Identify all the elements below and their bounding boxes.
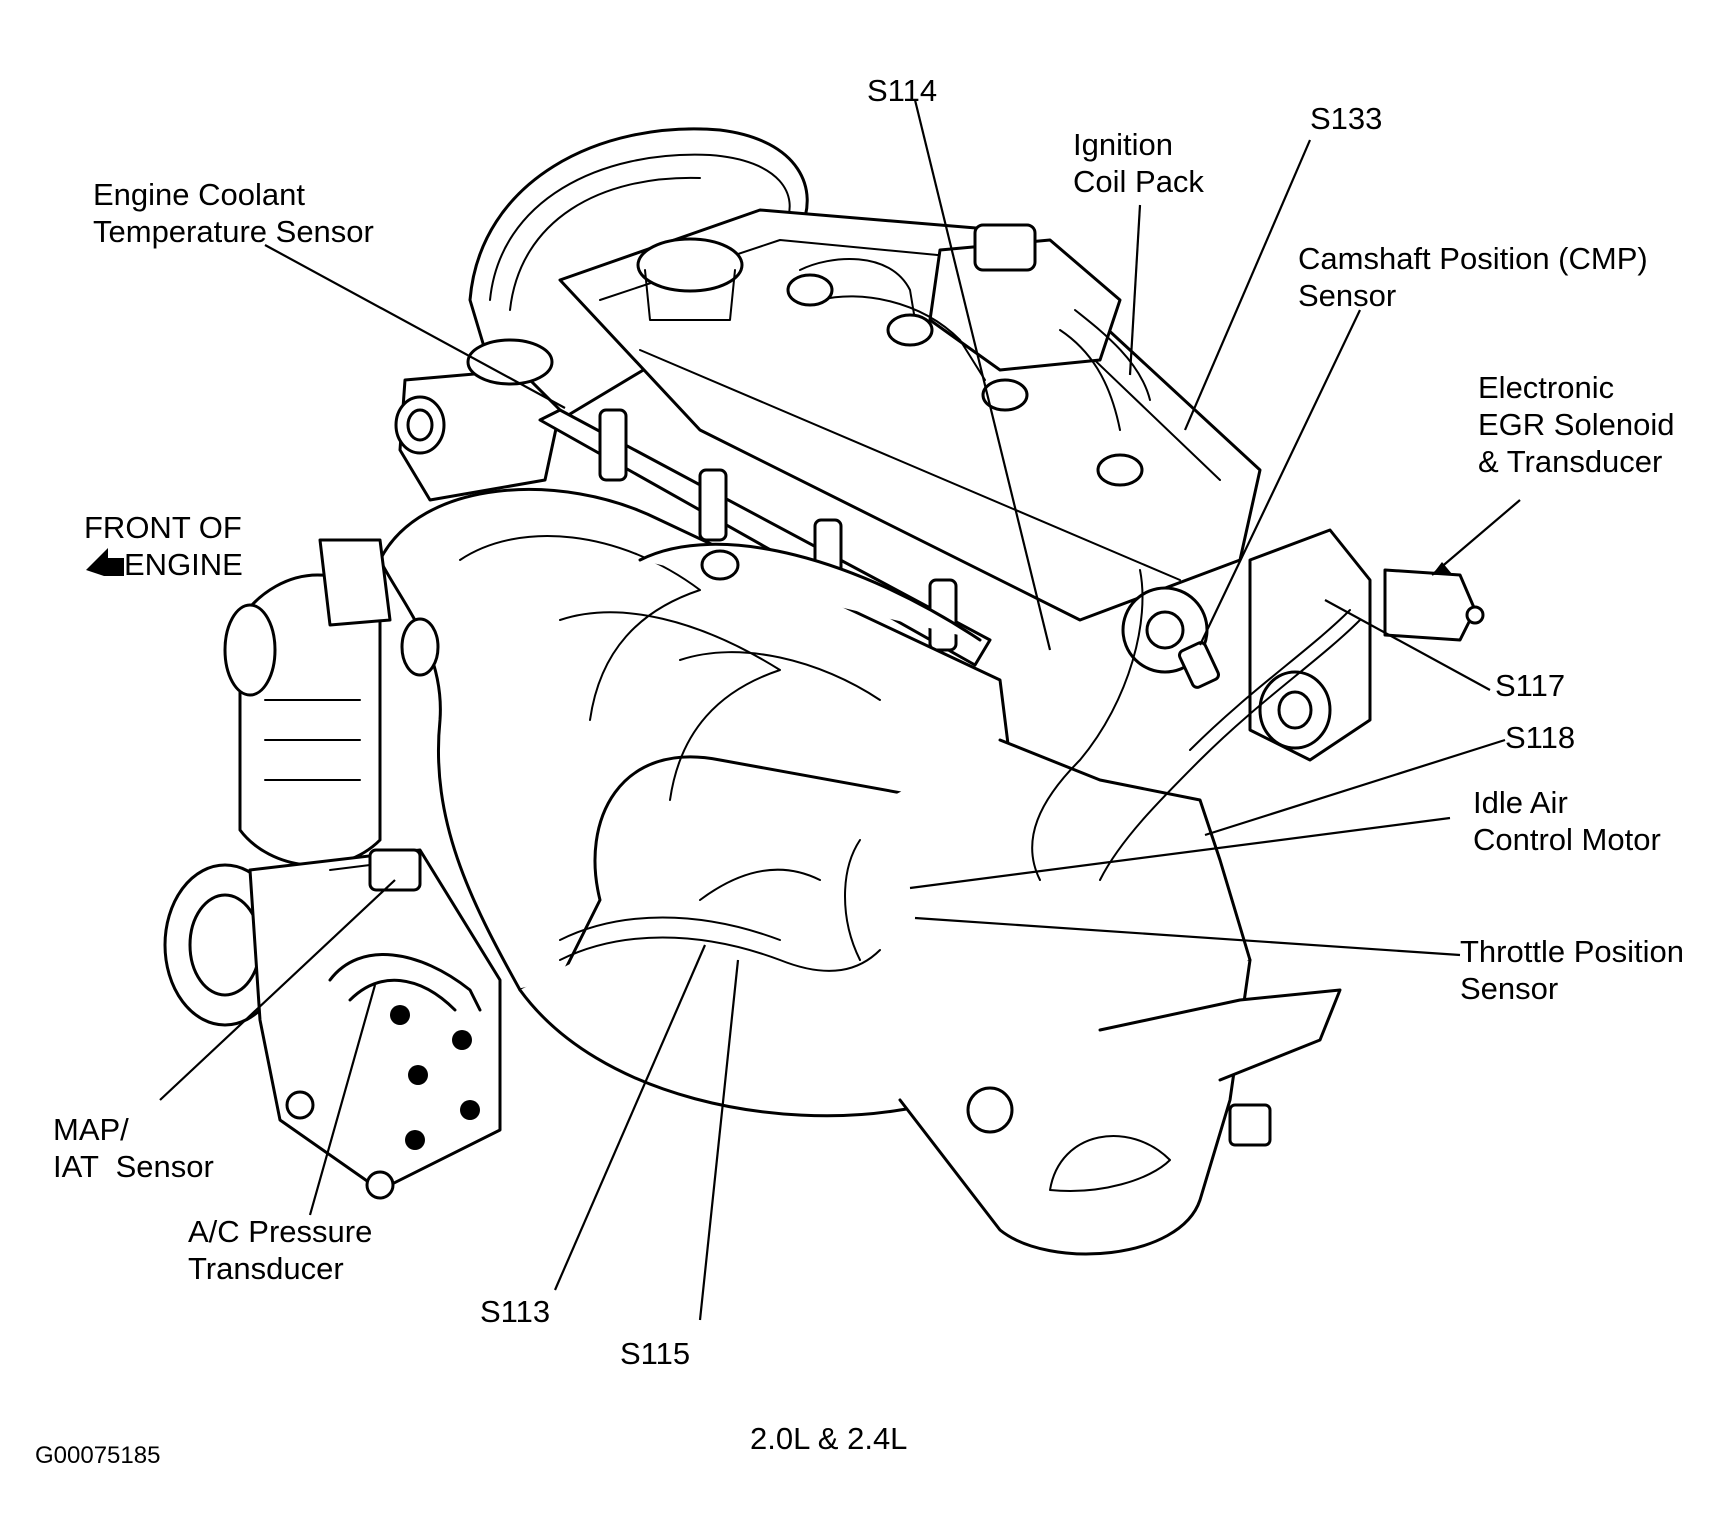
leader-s113 <box>553 944 707 1291</box>
label-cmp-line1: Camshaft Position (CMP) <box>1298 241 1648 276</box>
label-tps: Throttle Position Sensor <box>1460 933 1684 1007</box>
label-ect-line2: Temperature Sensor <box>93 214 374 249</box>
leader-lines <box>159 99 1521 1321</box>
label-s117: S117 <box>1495 667 1565 704</box>
label-s113: S113 <box>480 1293 550 1330</box>
label-egr: Electronic EGR Solenoid & Transducer <box>1478 369 1674 480</box>
leader-tps <box>914 916 1461 957</box>
label-tps-line2: Sensor <box>1460 971 1559 1006</box>
label-egr-line2: EGR Solenoid <box>1478 407 1675 442</box>
label-s115-text: S115 <box>620 1336 691 1371</box>
label-s133: S133 <box>1310 100 1382 137</box>
label-s115: S115 <box>620 1335 690 1372</box>
label-s117-text: S117 <box>1495 668 1566 703</box>
leader-s114 <box>913 99 1052 651</box>
front-arrow-icon <box>86 548 124 576</box>
caption: 2.0L & 2.4L <box>750 1420 907 1457</box>
label-iac-line1: Idle Air <box>1473 785 1568 820</box>
label-tps-line1: Throttle Position <box>1460 934 1684 969</box>
label-front-of-engine: FRONT OF ENGINE <box>84 509 243 583</box>
leader-s133 <box>1183 139 1312 431</box>
label-ect: Engine Coolant Temperature Sensor <box>93 176 374 250</box>
label-ignition-line1: Ignition <box>1073 127 1173 162</box>
label-map-line2: IAT Sensor <box>53 1149 214 1184</box>
label-iac: Idle Air Control Motor <box>1473 784 1661 858</box>
label-s118-text: S118 <box>1505 720 1576 755</box>
leader-s115 <box>698 959 740 1321</box>
caption-text: 2.0L & 2.4L <box>750 1421 908 1456</box>
leader-ignition <box>1128 204 1142 376</box>
label-ac-line1: A/C Pressure <box>188 1214 373 1249</box>
leader-egr <box>1431 499 1521 576</box>
label-s113-text: S113 <box>480 1294 551 1329</box>
label-ac-line2: Transducer <box>188 1251 344 1286</box>
label-s118: S118 <box>1505 719 1575 756</box>
label-egr-line3: & Transducer <box>1478 444 1663 479</box>
label-iac-line2: Control Motor <box>1473 822 1661 857</box>
engine-drawing <box>163 127 1485 1256</box>
label-map-line1: MAP/ <box>53 1112 129 1147</box>
leader-s117 <box>1324 599 1491 691</box>
label-front-line1: FRONT OF <box>84 510 242 545</box>
label-ect-line1: Engine Coolant <box>93 177 305 212</box>
leader-map <box>159 879 396 1101</box>
label-egr-line1: Electronic <box>1478 370 1615 405</box>
figure-id: G00075185 <box>35 1442 160 1470</box>
label-front-line2: ENGINE <box>124 547 243 582</box>
leader-s118 <box>1204 738 1506 837</box>
label-ac-transducer: A/C Pressure Transducer <box>188 1213 372 1287</box>
label-map-iat: MAP/ IAT Sensor <box>53 1111 214 1185</box>
leader-cmp <box>1199 309 1361 646</box>
label-cmp: Camshaft Position (CMP) Sensor <box>1298 240 1648 314</box>
label-s114-text: S114 <box>867 73 938 108</box>
label-cmp-line2: Sensor <box>1298 278 1397 313</box>
leader-ac <box>308 984 377 1216</box>
label-s114: S114 <box>867 72 937 109</box>
leader-iac <box>909 816 1451 890</box>
leader-ect <box>264 244 566 409</box>
label-ignition: Ignition Coil Pack <box>1073 126 1204 200</box>
figure-id-text: G00075185 <box>35 1442 161 1469</box>
label-ignition-line2: Coil Pack <box>1073 164 1204 199</box>
label-s133-text: S133 <box>1310 101 1383 136</box>
